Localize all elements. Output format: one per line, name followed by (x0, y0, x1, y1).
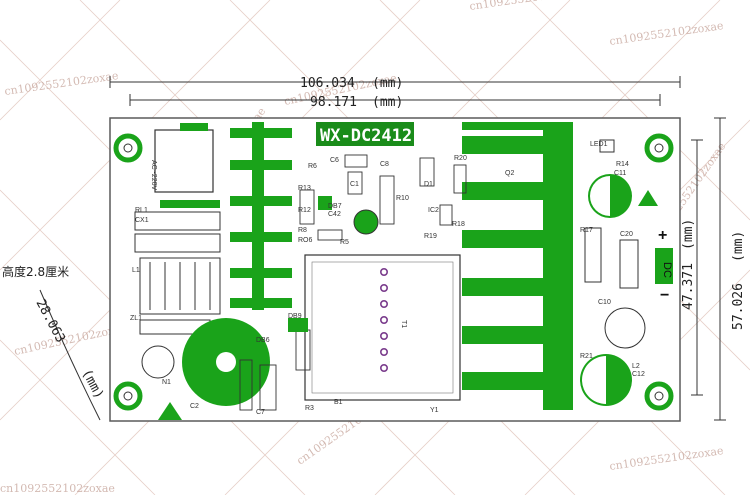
watermark-3: cn1092552102zoxae (4, 69, 120, 98)
label-b1: B1 (334, 399, 343, 406)
label-l1: L1 (132, 267, 140, 274)
label-r21: R21 (580, 353, 593, 360)
label-c20: C20 (620, 231, 633, 238)
label-c12: C12 (632, 371, 645, 378)
label-r17: R17 (580, 227, 593, 234)
watermark-12: cn1092552102zoxae (609, 444, 725, 473)
total-height-unit: (mm) (731, 231, 746, 262)
label-c8: C8 (380, 161, 389, 168)
label-r18: R18 (452, 221, 465, 228)
total-height-value: 57.026 (731, 283, 746, 330)
label-led1: LED1 (590, 141, 608, 148)
heatsink-label: Q2 (505, 170, 514, 177)
label-c7: C7 (256, 409, 265, 416)
watermark-2: cn1092552102zoxae (609, 19, 725, 48)
hole-height-unit: (mm) (681, 219, 696, 250)
label-d1: D1 (424, 181, 433, 188)
model-label-bg (316, 122, 414, 146)
capacitor-c2: C2 (182, 318, 270, 410)
ac-label: AC~220V (150, 160, 157, 190)
db9-chip (288, 318, 308, 332)
common-mode-choke: AC~220V (134, 123, 221, 253)
mounting-hole-tr (644, 133, 674, 163)
height-note: 高度2.8厘米 (2, 264, 69, 279)
hole-height-value: 47.371 (681, 263, 696, 310)
label-r8: R8 (298, 227, 307, 234)
esd-warning-icons (158, 190, 658, 420)
label-r14: R14 (616, 161, 629, 168)
hole-height-unit-label: (mm) (681, 219, 696, 250)
warning-icon (638, 190, 658, 206)
watermark-1: cn1092552102zoxae (469, 0, 585, 13)
label-y1: Y1 (430, 407, 439, 414)
capacitor-c42 (353, 209, 379, 235)
label-c1: C1 (350, 181, 359, 188)
label-c2: C2 (190, 403, 199, 410)
label-rl1: RL1 (135, 207, 148, 214)
watermark-13: cn1092552102zoxae (0, 482, 115, 495)
label-r10: R10 (396, 195, 409, 202)
total-width-value: 106.034 (300, 76, 355, 91)
label-l2: L2 (632, 363, 640, 370)
hole-width-unit: (mm) (372, 95, 403, 110)
warning-icon (158, 402, 182, 420)
hole-height-label: 47.371 (681, 263, 696, 310)
label-r20: R20 (454, 155, 467, 162)
transformer-t1: T1 (304, 254, 461, 401)
label-r5: R5 (340, 239, 349, 246)
mounting-hole-tl (113, 133, 143, 163)
dc-label: DC (661, 262, 673, 278)
label-ic2: IC2 (428, 207, 439, 214)
label-r3: R3 (305, 405, 314, 412)
label-c10: C10 (598, 299, 611, 306)
label-r6: R6 (308, 163, 317, 170)
inductor-l1 (139, 257, 221, 315)
left-heatsink (230, 122, 292, 310)
label-db9: DB9 (288, 313, 302, 320)
dc-minus: − (660, 287, 669, 304)
label-c11: C11 (614, 170, 626, 177)
label-zl1: ZL1 (130, 315, 142, 322)
dc-plus: + (658, 227, 667, 244)
total-height-unit-label: (mm) (731, 231, 746, 262)
label-cx1: CX1 (135, 217, 149, 224)
total-height-label: 57.026 (731, 283, 746, 330)
hole-width-value: 98.171 (310, 95, 357, 110)
label-db7: DB7 (328, 203, 342, 210)
right-heatsink (462, 122, 573, 410)
label-n1: N1 (162, 379, 171, 386)
label-r13: R13 (298, 185, 311, 192)
label-r19: R19 (424, 233, 437, 240)
mounting-hole-br (644, 381, 674, 411)
total-width-unit: (mm) (372, 76, 403, 91)
label-ro6: RO6 (298, 237, 313, 244)
dimension-lines (39, 76, 726, 421)
mounting-hole-bl (113, 381, 143, 411)
label-r12: R12 (298, 207, 311, 214)
label-c6: C6 (330, 157, 339, 164)
right-components (580, 139, 673, 406)
label-c42: C42 (328, 211, 341, 218)
label-db6: DB6 (256, 337, 270, 344)
db7-chip (318, 196, 332, 210)
fuse-n1 (141, 345, 175, 379)
mounting-holes (113, 133, 674, 411)
model-label: WX-DC2412 (320, 126, 412, 146)
label-t1: T1 (400, 320, 407, 328)
